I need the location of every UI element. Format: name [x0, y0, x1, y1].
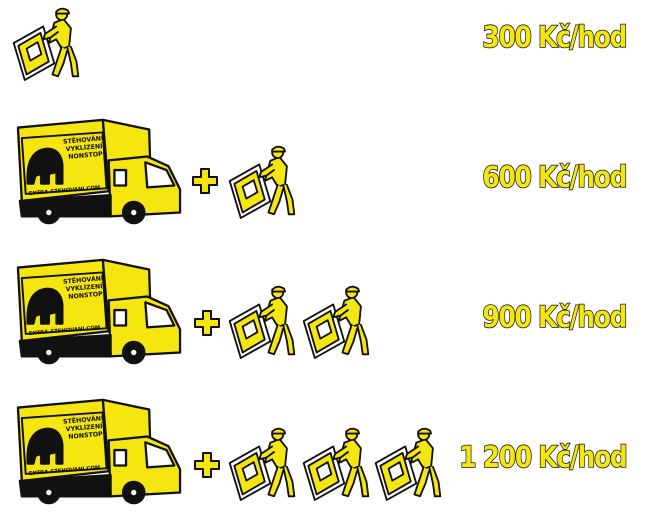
tier-3-price: 900 Kč/hod [482, 299, 628, 335]
plus-icon [194, 310, 220, 336]
tier-1-price: 300 Kč/hod [482, 19, 628, 55]
mover-worker-icon [228, 427, 296, 501]
mover-worker-icon [302, 285, 370, 359]
mover-worker-icon [228, 285, 296, 359]
tier-1-row: 300 Kč/hod [0, 0, 660, 100]
moving-truck-icon: STĚHOVÁNÍ VYKLÍZENÍ NONSTOP EXTRA-STEHOV… [16, 118, 182, 225]
plus-icon [192, 168, 218, 194]
mover-worker-icon [228, 145, 296, 219]
moving-truck-icon: STĚHOVÁNÍ VYKLÍZENÍ NONSTOP EXTRA-STEHOV… [16, 258, 182, 365]
mover-worker-icon [12, 7, 80, 81]
tier-4-price: 1 200 Kč/hod [458, 439, 628, 475]
moving-truck-icon: STĚHOVÁNÍ VYKLÍZENÍ NONSTOP EXTRA-STEHOV… [16, 398, 182, 505]
truck-logo-line3: NONSTOP [68, 151, 103, 161]
mover-worker-icon [302, 427, 370, 501]
mover-worker-icon [374, 427, 442, 501]
tier-2-row: STĚHOVÁNÍ VYKLÍZENÍ NONSTOP EXTRA-STEHOV… [0, 110, 660, 225]
truck-logo-line3: NONSTOP [68, 291, 103, 301]
tier-4-row: STĚHOVÁNÍ VYKLÍZENÍ NONSTOP EXTRA-STEHOV… [0, 392, 660, 512]
truck-logo-line3: NONSTOP [68, 431, 103, 441]
tier-2-price: 600 Kč/hod [482, 159, 628, 195]
plus-icon [194, 452, 220, 478]
tier-3-row: STĚHOVÁNÍ VYKLÍZENÍ NONSTOP EXTRA-STEHOV… [0, 252, 660, 365]
